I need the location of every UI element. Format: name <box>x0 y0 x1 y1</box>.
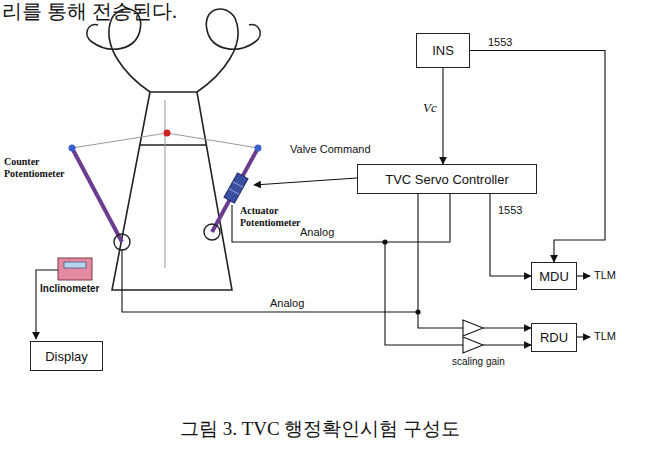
pivot-dot <box>255 145 262 152</box>
gimbal-center <box>164 130 171 137</box>
counter-rod <box>72 148 122 242</box>
scaling-amplifier <box>463 320 483 353</box>
annotation-label: TLM <box>594 330 616 343</box>
signal-wires <box>36 178 590 345</box>
box-label: Display <box>45 349 88 364</box>
device-box: RDU <box>531 323 577 352</box>
annotation-label: TLM <box>594 269 616 282</box>
pivot-dot <box>69 145 76 152</box>
nozzle-outline <box>87 9 260 290</box>
box-label: MDU <box>539 269 569 284</box>
annotation-label: Counter Potentiometer <box>4 156 74 179</box>
signal-label: Vc <box>421 100 439 116</box>
device-box: TVC Servo Controller <box>357 164 537 194</box>
device-box: Display <box>30 341 103 371</box>
body-text: 리를 통해 전송된다. <box>2 0 177 23</box>
box-label: TVC Servo Controller <box>385 172 509 187</box>
actuator-cylinder <box>224 173 248 203</box>
annotation-label: Inclinometer <box>40 283 99 295</box>
annotation-label: Analog <box>300 226 334 239</box>
junction-dot <box>382 239 387 244</box>
inclinometer-device <box>58 258 92 280</box>
geometry-lines <box>72 100 258 268</box>
signal-connector <box>490 194 531 276</box>
box-label: INS <box>432 43 454 58</box>
annotation-label: Actuator Potentiometer <box>240 205 316 228</box>
box-label: RDU <box>540 330 568 345</box>
device-box: INS <box>416 33 470 68</box>
figure-caption: 그림 3. TVC 행정확인시험 구성도 <box>120 418 520 440</box>
signal-connector <box>442 68 443 164</box>
annotation-label: scaling gain <box>452 356 505 368</box>
rod-joint <box>204 224 220 240</box>
device-box: MDU <box>531 262 577 290</box>
signal-label: 1553 <box>496 204 524 216</box>
junction-dot <box>415 309 420 314</box>
signal-label: 1553 <box>486 36 514 48</box>
annotation-label: Analog <box>270 297 304 310</box>
rod-joint <box>114 234 130 250</box>
annotation-label: Valve Command <box>290 143 371 156</box>
